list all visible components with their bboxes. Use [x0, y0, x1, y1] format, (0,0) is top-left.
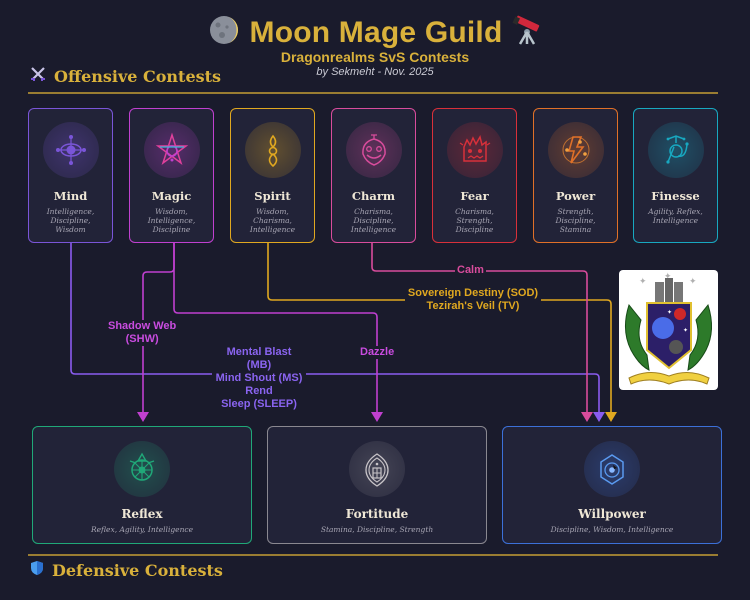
card-name: Spirit [254, 189, 291, 203]
crossed-swords-icon [30, 66, 46, 86]
offensive-section-label: Offensive Contests [54, 66, 222, 86]
fortitude-shield-icon [349, 441, 405, 497]
card-name: Reflex [121, 507, 163, 521]
willpower-gem-icon [584, 441, 640, 497]
wire-spirit-willpower [267, 243, 612, 412]
card-name: Magic [151, 189, 192, 203]
mind-eye-icon [42, 122, 99, 178]
card-stats: Wisdom,Intelligence,Discipline [147, 207, 196, 234]
card-stats: Intelligence,Discipline,Wisdom [46, 207, 95, 234]
card-stats: Discipline, Wisdom, Intelligence [550, 525, 674, 534]
label-dazzle: Dazzle [358, 346, 397, 359]
arrowhead-magic-reflex [137, 412, 149, 422]
card-name: Finesse [651, 189, 700, 203]
card-name: Mind [53, 189, 88, 203]
svg-text:✦: ✦ [683, 327, 688, 334]
card-stats: Charisma,Strength,Discipline [455, 207, 494, 234]
crest-emblem-icon: ✦ ✦ ✦ ✦ ✦ [625, 271, 712, 385]
arrowhead-spirit-willpower [605, 412, 617, 422]
card-stats: Reflex, Agility, Intelligence [90, 525, 194, 534]
card-stats: Charisma,Discipline,Intelligence [350, 207, 397, 234]
card-stats: Wisdom,Charisma,Intelligence [249, 207, 296, 234]
shield-icon [30, 560, 44, 580]
card-name: Willpower [578, 507, 646, 521]
offensive-section-heading: Offensive Contests [30, 66, 221, 86]
finesse-figure-icon [647, 122, 704, 178]
frightened-face-icon [446, 122, 503, 178]
spirit-flame-icon [244, 122, 301, 178]
svg-text:✦: ✦ [639, 276, 647, 286]
page-subtitle: Dragonrealms SvS Contests [280, 49, 470, 65]
svg-text:✦: ✦ [667, 309, 672, 316]
pentagram-icon [143, 122, 200, 178]
page-title: Moon Mage Guild [249, 15, 503, 49]
telescope-icon [512, 14, 542, 51]
label-spirit-spells: Sovereign Destiny (SOD)Tezirah's Veil (T… [405, 287, 541, 313]
reflex-wheel-icon [114, 441, 170, 497]
svg-text:✦: ✦ [689, 276, 697, 286]
card-name: Fear [460, 189, 489, 203]
title-row: Moon Mage Guild [0, 14, 750, 51]
card-name: Charm [351, 189, 396, 203]
byline: by Sekmeht - Nov. 2025 [316, 66, 434, 78]
arrowhead-mind-willpower [593, 412, 605, 422]
defensive-section-label: Defensive Contests [52, 560, 223, 580]
card-name: Power [555, 189, 596, 203]
svg-text:✦: ✦ [664, 271, 672, 281]
guild-crest: ✦ ✦ ✦ ✦ ✦ [619, 270, 718, 390]
card-stats: Strength,Discipline,Stamina [555, 207, 596, 234]
wire-magic-fortitude [173, 243, 378, 412]
defensive-divider [28, 554, 718, 556]
card-stats: Stamina, Discipline, Strength [320, 525, 434, 534]
offensive-divider [28, 92, 718, 94]
arrowhead-charm-willpower [581, 412, 593, 422]
lightning-bolt-icon [547, 122, 604, 178]
wire-mind-willpower [70, 243, 600, 412]
card-name: Fortitude [345, 507, 409, 521]
defensive-section-heading: Defensive Contests [30, 560, 223, 580]
label-shadow-web: Shadow Web(SHW) [106, 320, 179, 346]
card-stats: Agility, Reflex,Intelligence [648, 207, 703, 225]
arrowhead-magic-fortitude [371, 412, 383, 422]
smiling-face-icon [345, 122, 402, 178]
crescent-moon-icon [208, 14, 240, 51]
label-calm: Calm [455, 264, 486, 277]
